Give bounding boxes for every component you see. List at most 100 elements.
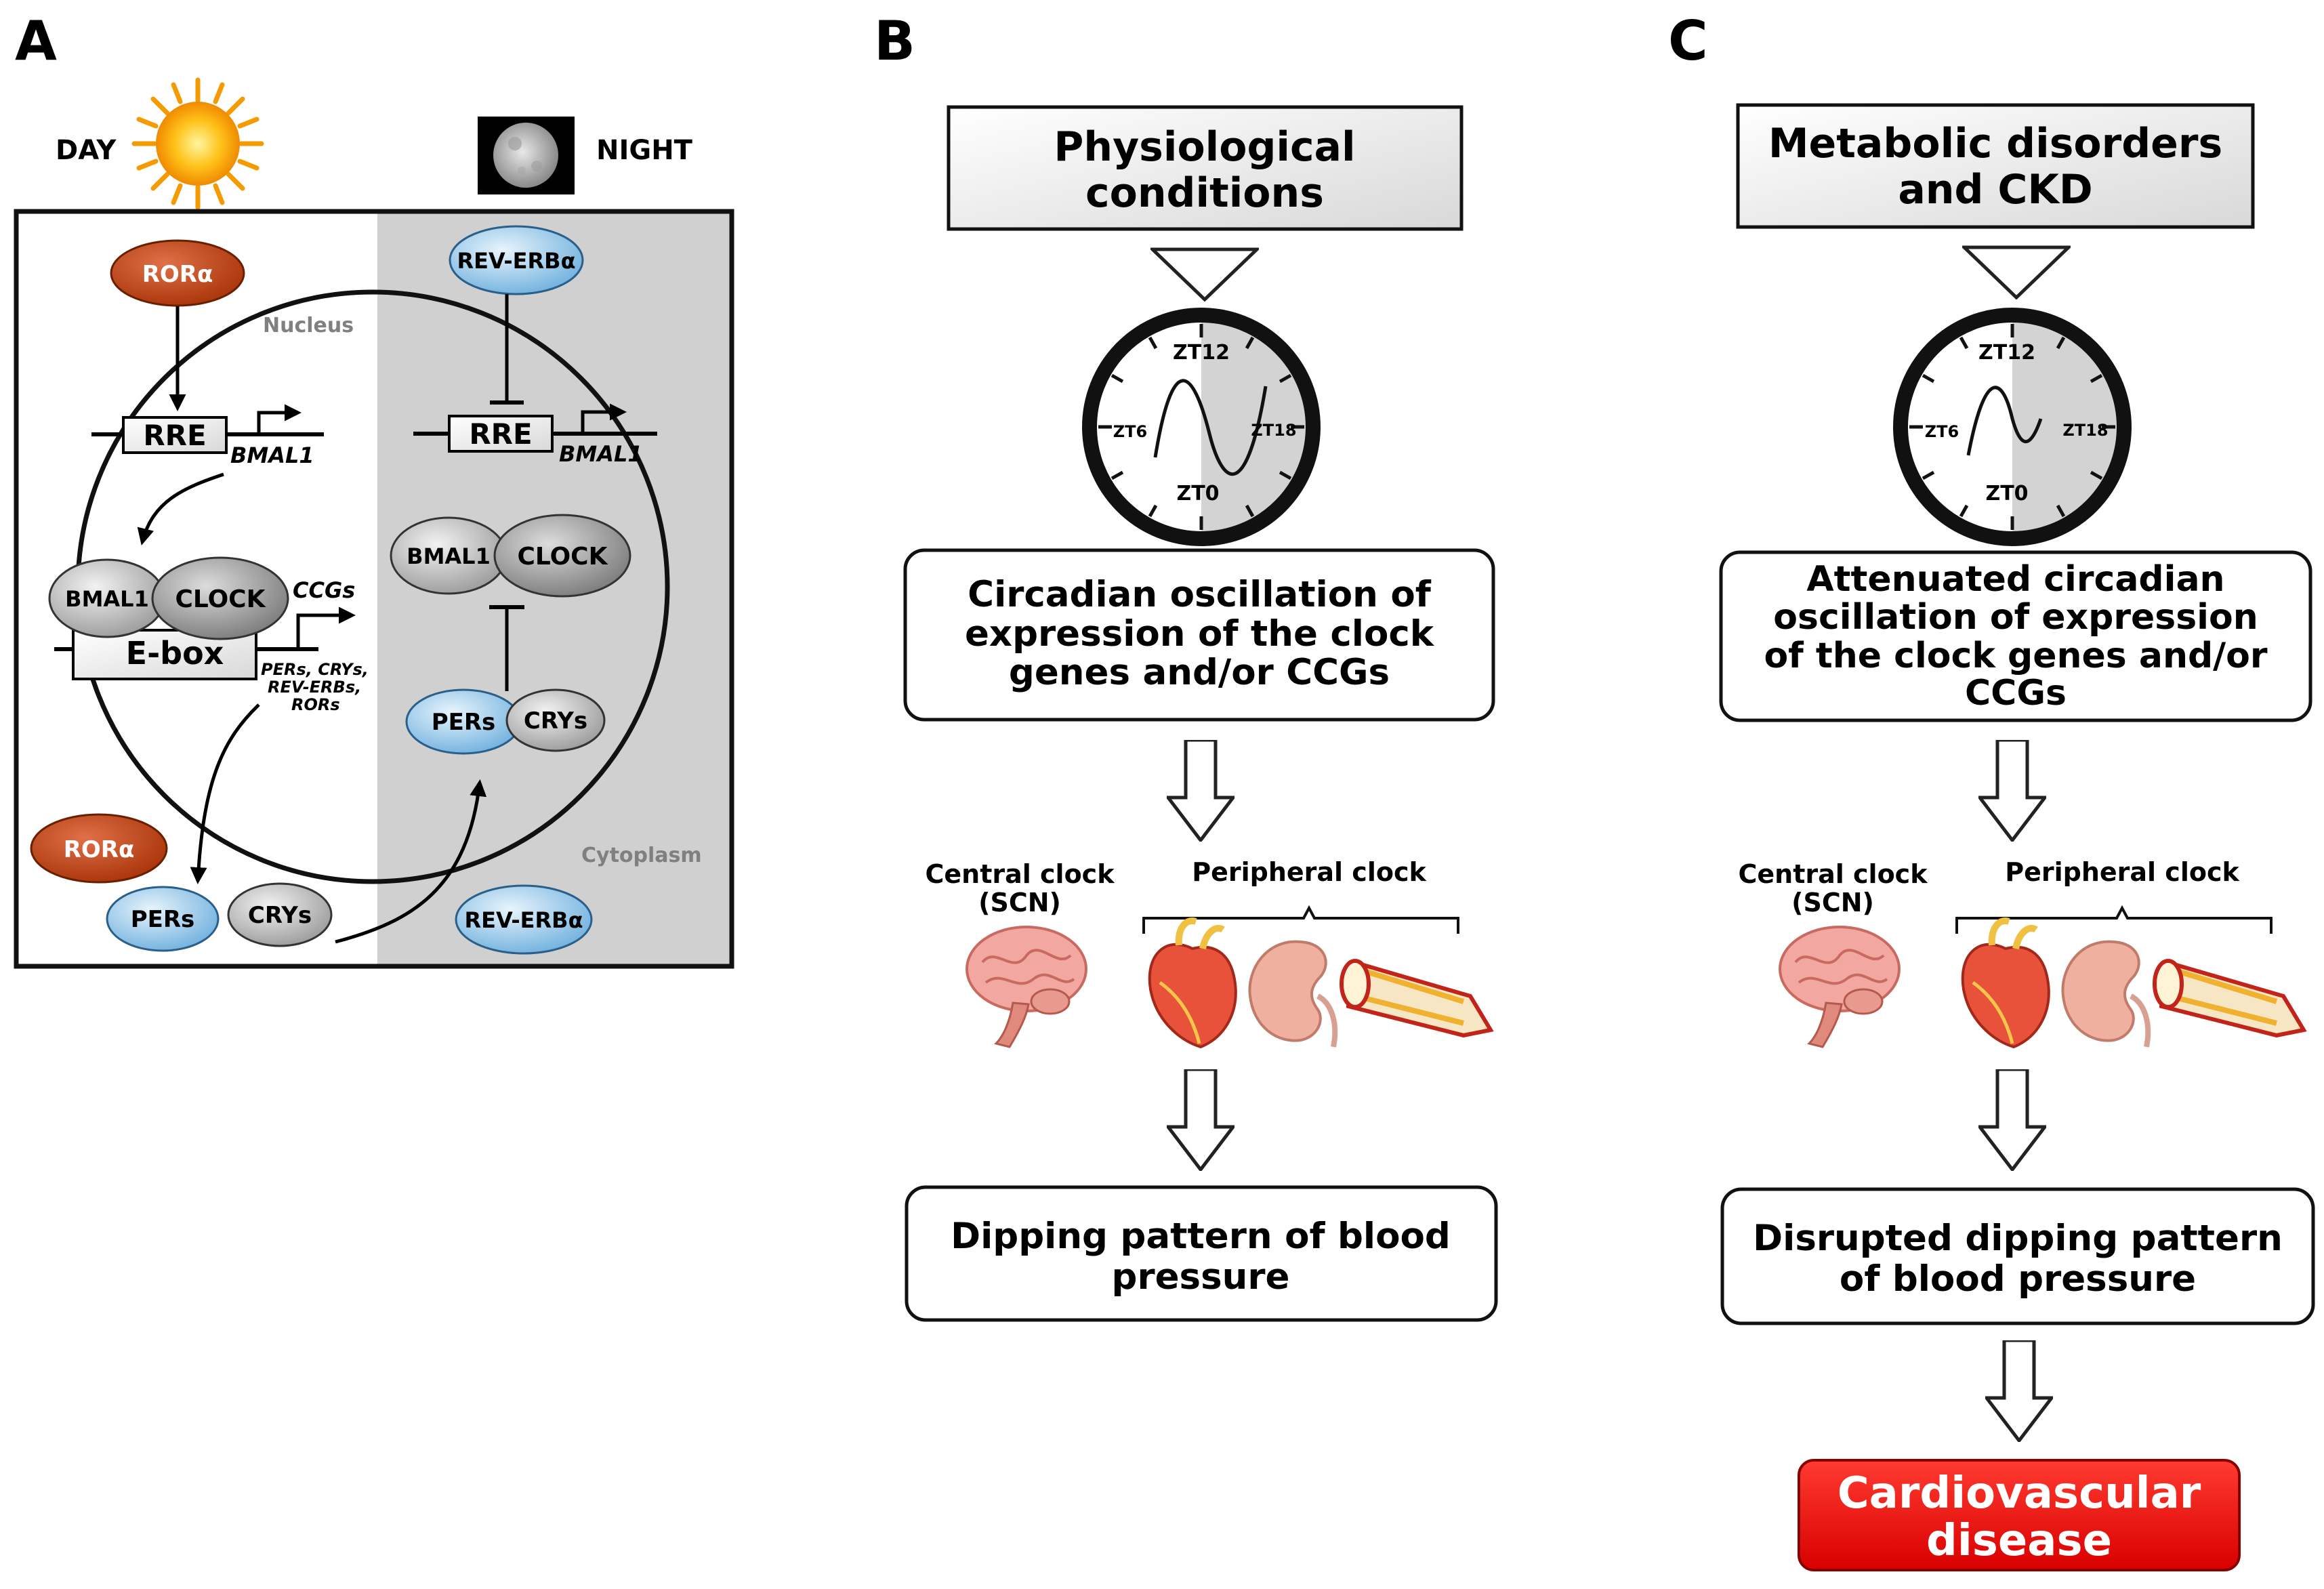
panel-c-oscillation-box: [1719, 550, 2312, 722]
bmal1-gene-left: [91, 404, 324, 454]
panel-b-osc-line3: genes and/or CCGs: [1009, 652, 1390, 693]
ror-alpha-top-label: RORα: [142, 261, 213, 288]
panel-c-outcome-line1: Disrupted dipping pattern: [1753, 1218, 2283, 1259]
cvd-line2: disease: [1926, 1516, 2112, 1566]
panel-c-arrow-2: [1980, 1069, 2045, 1170]
panel-c-arrow-3: [1987, 1340, 2052, 1441]
panel-c-osc-line3: of the clock genes and/or: [1764, 636, 2267, 676]
panel-c-header-line2: and CKD: [1898, 166, 2092, 213]
target-genes-line2: REV-ERBs,: [268, 678, 361, 697]
cell-frame: [14, 209, 734, 969]
panel-b-peripheral: Peripheral clock: [1192, 857, 1426, 887]
panel-c-outcome-box: [1720, 1187, 2315, 1325]
pers-nucleus-label: PERs: [432, 709, 496, 736]
cvd-box: [1798, 1459, 2241, 1571]
panel-b-central-line1: Central clock: [926, 859, 1115, 889]
panel-b-letter: B: [874, 9, 915, 73]
panel-b-kidney-icon: [1248, 940, 1338, 1048]
panel-b-header-line2: conditions: [1085, 169, 1324, 217]
rev-erb-alpha-bottom: [455, 884, 593, 955]
bmal1-gene-right-label: BMAL1: [559, 441, 643, 467]
ror-alpha-bottom: [30, 813, 168, 884]
rev-erb-alpha-top-label: REV-ERBα: [457, 248, 575, 274]
nucleus-label: Nucleus: [263, 314, 354, 337]
panel-c-letter: C: [1668, 9, 1708, 73]
bmal1-protein-left-label: BMAL1: [65, 586, 149, 612]
panel-a: A DAY: [14, 9, 734, 969]
clock-protein-left: [151, 556, 289, 640]
panel-b-central-line2: (SCN): [978, 888, 1061, 917]
panel-c-zt0: ZT0: [1985, 482, 2028, 505]
panel-b-heart-icon: [1148, 917, 1237, 1049]
ccgs-label: CCGs: [293, 577, 355, 603]
panel-b-arrow-1: [1168, 740, 1233, 840]
panel-c-zt18: ZT18: [2062, 421, 2108, 440]
bmal1-gene-left-label: BMAL1: [230, 442, 314, 468]
pers-cytoplasm-label: PERs: [131, 906, 195, 933]
crys-nucleus: [505, 688, 606, 752]
panel-c-triangle: [1964, 247, 2069, 297]
panel-c-zt12: ZT12: [1978, 341, 2035, 365]
rre-left-label: RRE: [143, 419, 206, 452]
bmal1-protein-right-label: BMAL1: [407, 543, 491, 569]
crys-cytoplasm: [227, 882, 333, 947]
night-label: NIGHT: [596, 135, 693, 166]
panel-b: B Physiological conditions: [874, 9, 1498, 1322]
panel-b-outcome-box: [905, 1185, 1498, 1322]
panel-c-osc-line1: Attenuated circadian: [1806, 559, 2224, 600]
panel-b-clock: [1082, 308, 1321, 546]
ror-alpha-bottom-label: RORα: [64, 836, 135, 863]
panel-b-zt12: ZT12: [1173, 341, 1230, 365]
panel-b-header-line1: Physiological: [1054, 123, 1355, 171]
panel-c-kidney-icon: [2061, 940, 2151, 1048]
panel-c-zt6: ZT6: [1925, 422, 1959, 441]
panel-b-bracket: [1142, 905, 1459, 934]
crys-cytoplasm-label: CRYs: [248, 902, 312, 929]
panel-c-clock: [1893, 308, 2132, 546]
clock-protein-right-label: CLOCK: [518, 543, 608, 571]
panel-c-artery-icon: [2153, 959, 2307, 1038]
panel-c-header-box: [1736, 103, 2255, 229]
panel-b-outcome-line2: pressure: [1112, 1256, 1290, 1298]
panel-c-header-line1: Metabolic disorders: [1768, 120, 2222, 167]
panel-b-zt0: ZT0: [1176, 482, 1219, 505]
panel-c-arrow-1: [1980, 740, 2045, 840]
panel-b-artery-icon: [1340, 959, 1494, 1038]
cvd-line1: Cardiovascular: [1838, 1468, 2201, 1519]
pers-cytoplasm: [106, 886, 220, 952]
export-arrow: [190, 703, 260, 884]
panel-b-triangle: [1153, 249, 1257, 300]
ror-alpha-top: [110, 239, 245, 307]
panel-b-arrow-2: [1168, 1069, 1233, 1170]
sun-icon: [131, 77, 264, 210]
cytoplasm-label: Cytoplasm: [581, 844, 702, 867]
target-genes-line1: PERs, CRYs,: [261, 660, 369, 679]
panel-b-outcome-line1: Dipping pattern of blood: [951, 1216, 1451, 1257]
panel-c-heart-icon: [1961, 917, 2050, 1049]
rev-erb-alpha-bottom-label: REV-ERBα: [464, 907, 583, 933]
day-label: DAY: [56, 135, 117, 166]
panel-c-bracket: [1955, 905, 2273, 934]
clock-protein-left-label: CLOCK: [175, 585, 266, 613]
panel-b-zt18: ZT18: [1251, 421, 1296, 440]
panel-c-brain-icon: [1779, 926, 1901, 1048]
panel-b-header-box: [947, 105, 1464, 231]
panel-c-peripheral: Peripheral clock: [2005, 857, 2239, 887]
panel-c-osc-line4: CCGs: [1965, 673, 2067, 714]
panel-c-outcome-line2: of blood pressure: [1840, 1258, 2196, 1300]
panel-c-central-line2: (SCN): [1791, 888, 1874, 917]
import-arrow: [335, 779, 487, 944]
crys-nucleus-label: CRYs: [524, 707, 587, 735]
rev-erb-alpha-top: [449, 225, 584, 295]
rre-right-label: RRE: [469, 417, 532, 451]
panel-b-osc-line1: Circadian oscillation of: [968, 574, 1432, 615]
panel-c: C Metabolic disorders and CKD: [1668, 9, 2315, 1571]
translation-arrow: [137, 472, 224, 545]
panel-a-letter: A: [15, 9, 57, 73]
panel-c-osc-line2: oscillation of expression: [1773, 597, 2258, 638]
panel-b-brain-icon: [966, 926, 1087, 1048]
clock-protein-right: [493, 514, 631, 598]
moon-icon: [478, 117, 575, 194]
panel-b-zt6: ZT6: [1113, 422, 1147, 441]
